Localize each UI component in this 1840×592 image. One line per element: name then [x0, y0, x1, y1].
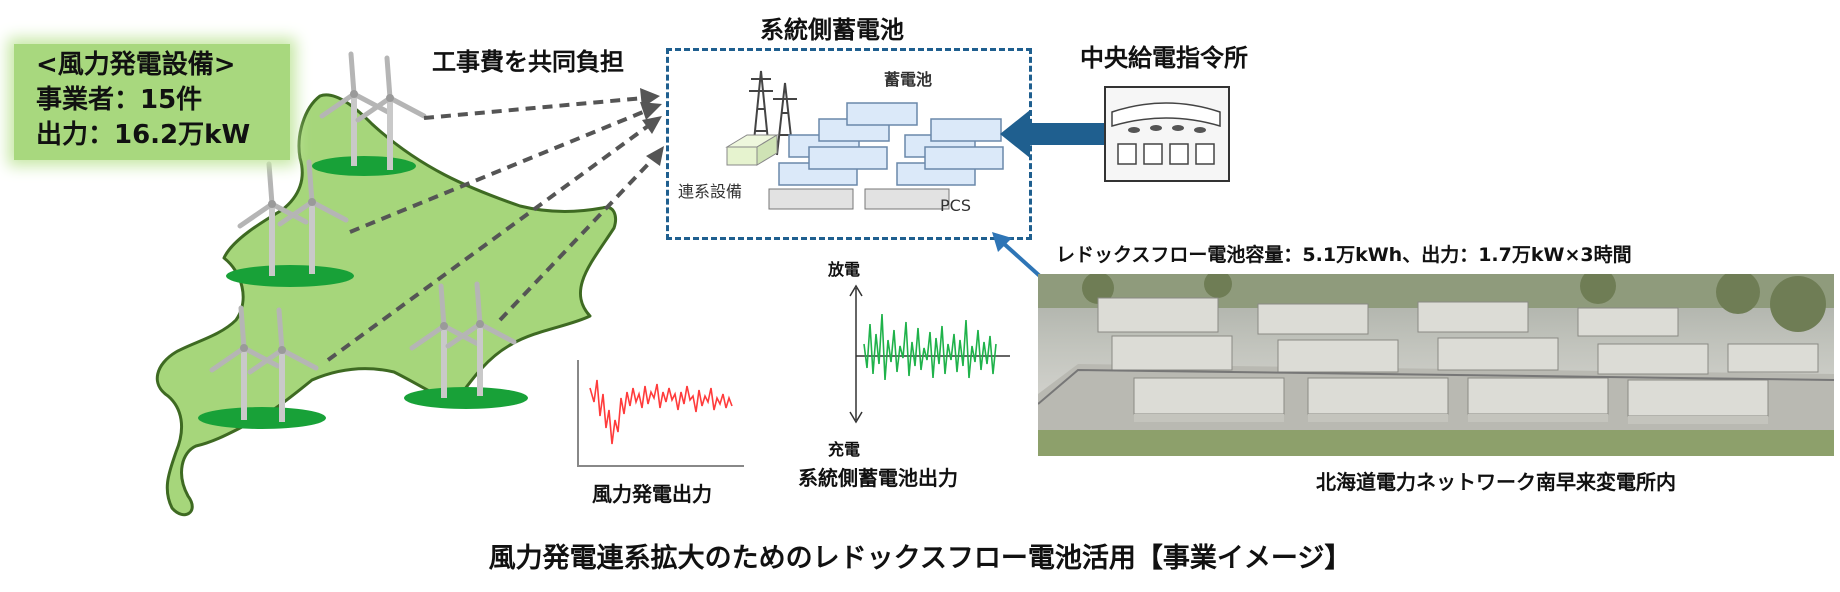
wind-output-axes: [577, 360, 744, 467]
turbine-site-2: [226, 265, 354, 287]
battery-output-graph: [849, 284, 1010, 424]
power-pylon-icon: [749, 70, 797, 156]
interconnection-label: 連系設備: [678, 182, 743, 201]
battery-label: 蓄電池: [884, 70, 933, 89]
grid-battery-title: 系統側蓄電池: [760, 16, 904, 44]
battery-facility-illustration: [725, 70, 1004, 210]
pcs-label: PCS: [940, 196, 971, 215]
turbine-site-1: [312, 156, 416, 176]
turbine-site-3: [404, 387, 528, 409]
cost-sharing-arrows: [326, 96, 654, 362]
wind-output-graph: [577, 360, 744, 467]
wind-facility-operators: 事業者：15件: [36, 85, 203, 115]
substation-caption: 北海道電力ネットワーク南早来変電所内: [1316, 470, 1676, 494]
grid-battery-box: [666, 48, 1032, 240]
redox-flow-spec: レドックスフロー電池容量：5.1万kWh、出力：1.7万kW×3時間: [1056, 244, 1632, 266]
wind-facility-heading: <風力発電設備>: [36, 50, 236, 80]
wind-facility-output: 出力：16.2万kW: [36, 120, 251, 150]
redox-flow-battery-photo: [1038, 274, 1834, 456]
wind-output-label: 風力発電出力: [592, 482, 712, 506]
dispatch-center-icon: [1104, 86, 1230, 182]
wind-output-signal: [589, 379, 733, 445]
cost-sharing-label: 工事費を共同負担: [432, 48, 624, 76]
wind-facility-info: <風力発電設備> 事業者：15件 出力：16.2万kW: [14, 44, 290, 160]
discharge-label: 放電: [828, 260, 861, 279]
battery-output-signal: [863, 313, 997, 381]
command-arrow-icon: [1000, 110, 1104, 158]
turbine-site-4: [198, 407, 326, 429]
charge-label: 充電: [828, 440, 861, 459]
main-caption: 風力発電連系拡大のためのレドックスフロー電池活用【事業イメージ】: [488, 543, 1352, 574]
dispatch-center-label: 中央給電指令所: [1080, 44, 1248, 72]
battery-output-title: 系統側蓄電池出力: [798, 466, 958, 490]
